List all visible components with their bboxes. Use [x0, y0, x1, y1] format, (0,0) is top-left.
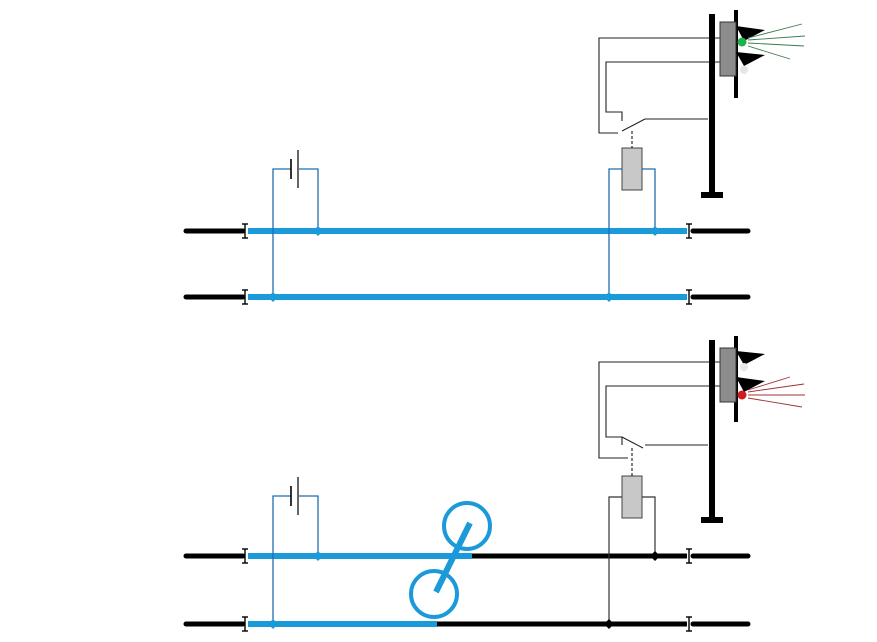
green-lamp [737, 37, 747, 47]
connection-node [268, 292, 278, 302]
insulated-joint-left-top [242, 548, 248, 564]
dim-lamp [740, 363, 748, 371]
red-light-rays [747, 376, 805, 408]
insulated-joint-right-top [686, 223, 692, 239]
upper-hood [736, 351, 765, 365]
signal-head [719, 347, 737, 403]
battery-icon [290, 477, 299, 515]
lower-hood [736, 377, 765, 392]
wheel-lower [409, 569, 459, 619]
connection-node [650, 551, 660, 561]
relay-feed-wires [608, 496, 656, 624]
panel-occupied-track [183, 336, 805, 632]
dim-lamp [740, 66, 748, 74]
green-light-rays [747, 23, 806, 60]
upper-hood [736, 26, 765, 41]
connection-node [268, 619, 278, 629]
connection-node [313, 226, 323, 236]
relay-feed-wires [608, 168, 656, 297]
lower-hood [736, 52, 765, 66]
train-wheelset [409, 501, 492, 619]
connection-node [604, 292, 614, 302]
battery-feed-wires [272, 168, 319, 297]
track-relay-body [621, 475, 643, 519]
relay-contact-circuit [598, 37, 722, 134]
connection-node [604, 619, 614, 629]
connection-node [650, 226, 660, 236]
insulated-joint-right-bottom [686, 289, 692, 305]
insulated-joint-left-bottom [242, 616, 248, 632]
red-lamp [737, 390, 747, 400]
battery-icon [290, 150, 299, 188]
connection-node [313, 551, 323, 561]
insulated-joint-left-top [242, 223, 248, 239]
relay-contact-circuit [598, 361, 722, 459]
panel-clear-track [183, 10, 806, 305]
axle [433, 521, 473, 594]
track-relay-body [621, 147, 643, 191]
signal-head [719, 21, 737, 77]
battery-feed-wires [272, 495, 319, 624]
insulated-joint-left-bottom [242, 289, 248, 305]
insulated-joint-right-bottom [686, 616, 692, 632]
insulated-joint-right-top [686, 548, 692, 564]
